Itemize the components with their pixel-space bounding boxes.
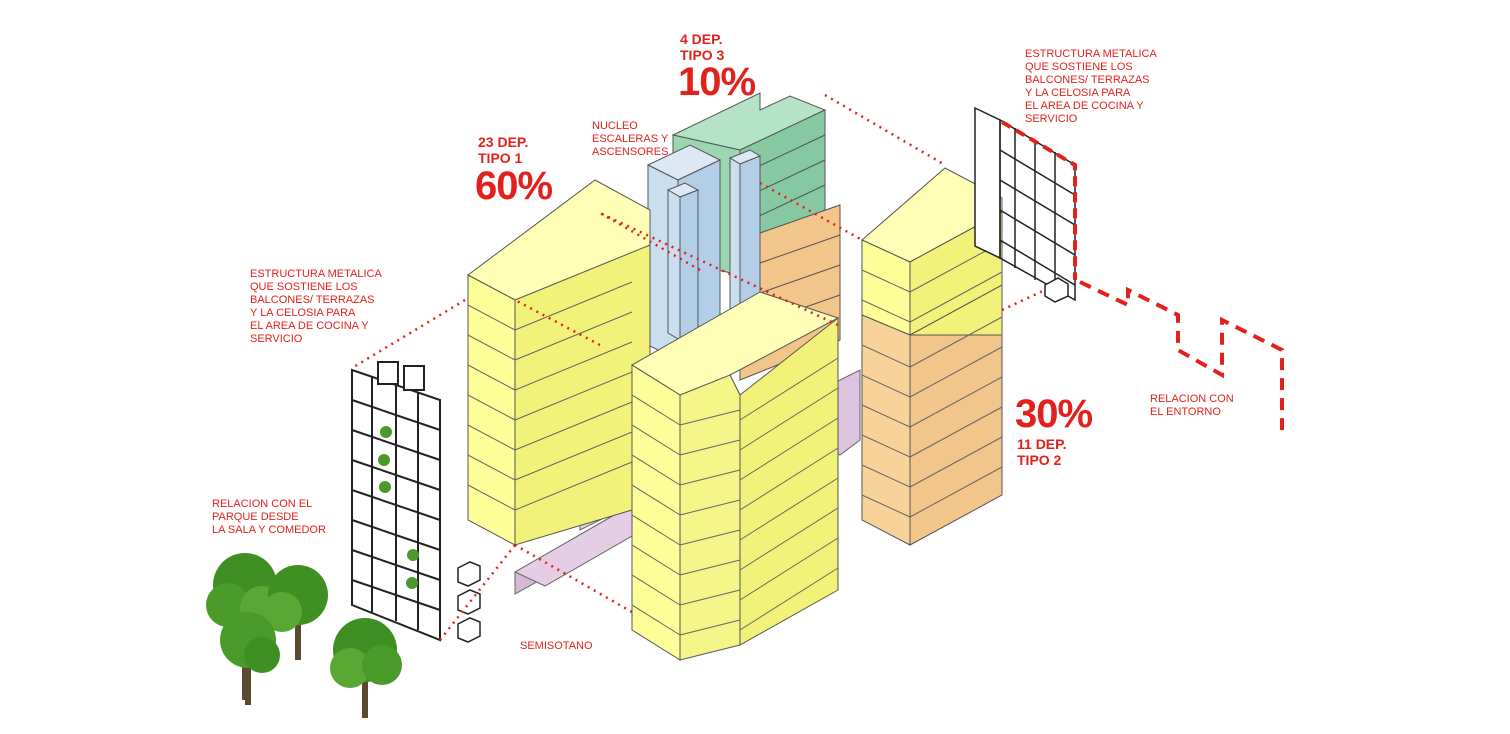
relacion-entorno-label: RELACION CON EL ENTORNO	[1150, 393, 1234, 418]
tipo2-percentage: 30%	[1015, 392, 1093, 436]
tipo2-count-label: 11 DEP.	[1017, 436, 1067, 452]
tipo3-percentage: 10%	[678, 60, 756, 104]
trees	[206, 553, 402, 718]
left-structure-plants	[378, 426, 419, 589]
tree-4	[330, 618, 402, 718]
tipo3-count-label: 4 DEP.	[680, 31, 723, 47]
projection-lines	[351, 93, 1046, 641]
right-structure-red-outline	[1000, 120, 1077, 280]
tree-2	[262, 565, 328, 660]
relacion-parque-label: RELACION CON EL PARQUE DESDE LA SALA Y C…	[212, 498, 326, 536]
left-metal-structure	[351, 361, 441, 642]
tipo1-front-tower	[631, 291, 840, 661]
tipo1-count-label: 23 DEP.	[478, 134, 529, 150]
nucleo-label: NUCLEO ESCALERAS Y ASCENSORES	[592, 120, 669, 158]
tipo3-type-label: TIPO 3	[680, 47, 725, 63]
estructura-right-label: ESTRUCTURA METALICA QUE SOSTIENE LOS BAL…	[1025, 48, 1157, 125]
estructura-left-label: ESTRUCTURA METALICA QUE SOSTIENE LOS BAL…	[250, 268, 382, 345]
entorno-dashed-line	[1079, 280, 1284, 435]
left-balconies	[457, 561, 481, 643]
tipo2-type-label: TIPO 2	[1017, 452, 1062, 468]
semisotano-label: SEMISOTANO	[520, 640, 593, 652]
tree-3	[220, 612, 280, 705]
tipo1-type-label: TIPO 1	[478, 150, 523, 166]
right-tower	[861, 167, 1003, 546]
tipo1-percentage: 60%	[475, 164, 553, 208]
tipo1-left-tower	[467, 179, 651, 546]
